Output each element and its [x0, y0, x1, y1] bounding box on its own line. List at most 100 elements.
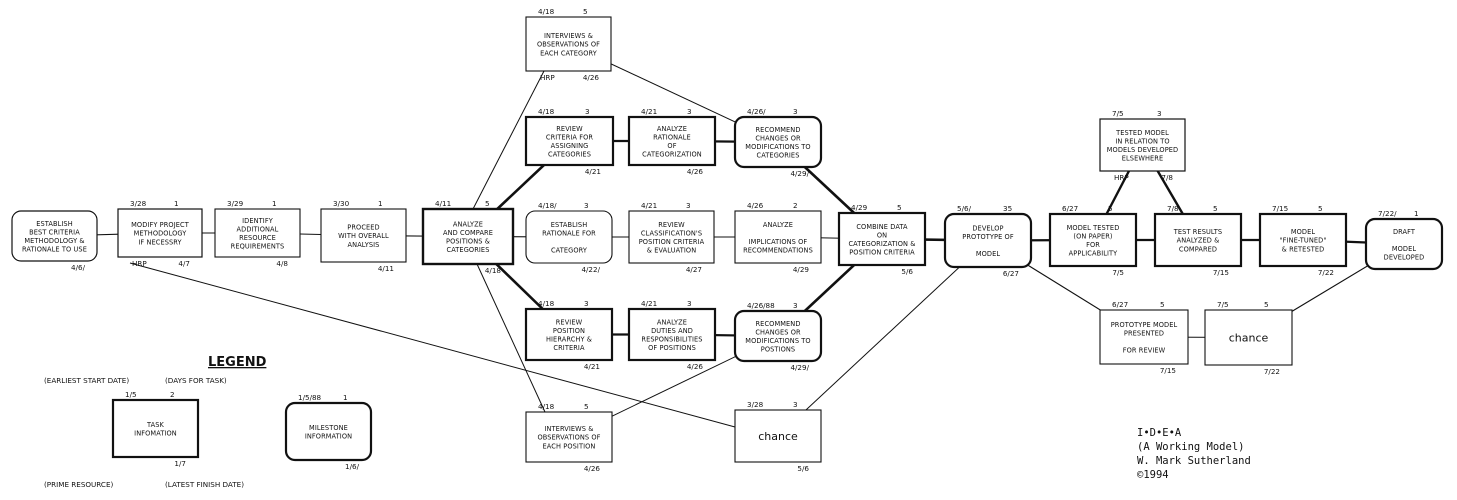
node-label-line: REQUIREMENTS	[231, 243, 285, 251]
node-label-line: DUTIES AND	[651, 327, 693, 335]
task-box	[1258, 212, 1348, 268]
task-node: IDENTIFYADDITIONALRESOURCEREQUIREMENTS3/…	[214, 199, 301, 268]
node-label-line: REVIEW	[556, 318, 583, 326]
task-duration-days: 3	[793, 107, 798, 116]
node-label-line: PROTOTYPE MODEL	[1111, 321, 1178, 329]
task-duration-days: 5	[584, 402, 589, 411]
latest-finish-date: 4/29	[793, 265, 810, 274]
legend-days-label: (DAYS FOR TASK)	[165, 376, 227, 385]
node-label: chance	[758, 430, 798, 443]
task-node: MODEL TESTED(ON PAPER)FORAPPLICABILITY6/…	[1048, 204, 1138, 277]
node-label-line: EACH CATEGORY	[540, 49, 598, 57]
node-label-line: CLASSIFICATION'S	[641, 229, 702, 237]
node-label-line: DEVELOPED	[1384, 254, 1425, 262]
node-label-line: IDENTIFY	[242, 217, 274, 225]
milestone-box	[525, 210, 613, 264]
earliest-start-date: 3/30	[333, 199, 350, 208]
credit-title: I•D•E•A	[1137, 427, 1182, 439]
earliest-start-date: 4/26/	[747, 107, 766, 116]
node-label-line: ASSIGNING	[551, 142, 589, 150]
node-label-line: REVIEW	[556, 125, 583, 133]
credit-subtitle: (A Working Model)	[1137, 441, 1244, 453]
node-label-line: FOR	[1086, 241, 1100, 249]
latest-finish-date: 4/27	[686, 265, 702, 274]
node-label-line: RESOURCE	[239, 234, 276, 242]
task-box	[627, 115, 717, 167]
legend-prime-resource-label: (PRIME RESOURCE)	[44, 480, 113, 489]
node-label-line: ANALYZE	[453, 220, 483, 228]
node-label-line: ANALYZED &	[1177, 237, 1220, 245]
task-box	[1153, 212, 1243, 268]
node-label-line: DRAFT	[1393, 228, 1416, 236]
task-duration-days: 5	[485, 199, 490, 208]
task-duration-days: 3	[687, 107, 692, 116]
task-duration-days: 1	[174, 199, 179, 208]
task-duration-days: 35	[1003, 204, 1012, 213]
task-duration-days: 3	[686, 201, 691, 210]
earliest-start-date: 7/8	[1167, 204, 1179, 213]
node-label-line: PROTOTYPE OF	[962, 233, 1014, 241]
latest-finish-date: 4/6/	[71, 263, 86, 272]
credit-block: I•D•E•A (A Working Model) W. Mark Suther…	[1137, 427, 1251, 481]
task-box	[1099, 118, 1186, 172]
node-label-line: MODEL	[1291, 228, 1316, 236]
earliest-start-date: 4/21	[641, 299, 657, 308]
legend: LEGEND (EARLIEST START DATE) (DAYS FOR T…	[44, 355, 267, 489]
task-box	[837, 211, 927, 267]
latest-finish-date: 4/11	[378, 264, 394, 273]
node-label-line: RECOMMEND	[756, 126, 801, 134]
node-label-line: POSITION CRITERIA	[639, 238, 705, 246]
task-duration-days: 1	[378, 199, 383, 208]
latest-finish-date: 4/21	[584, 362, 600, 371]
node-label-line: MODEL	[1392, 245, 1417, 253]
task-duration-days: 1	[343, 393, 348, 402]
edge-n2-n18	[129, 262, 736, 428]
node-label: chance	[1229, 332, 1269, 345]
latest-finish-date: 1/7	[174, 459, 186, 468]
node-label-line: INFORMATION	[305, 433, 352, 441]
node-label-line: PROCEED	[347, 224, 379, 232]
task-box	[524, 115, 615, 167]
node-label-line: EACH POSITION	[543, 442, 596, 450]
node-label-line: "FINE-TUNED"	[1280, 237, 1327, 245]
node-label-line: OF POSITIONS	[648, 344, 696, 352]
node-label-line: ANALYZE	[763, 221, 793, 229]
earliest-start-date: 5/6/	[957, 204, 972, 213]
earliest-start-date: 1/5/88	[298, 393, 322, 402]
node-label-line: MODIFICATIONS TO	[745, 337, 810, 345]
task-box	[628, 210, 715, 264]
node-label-line: MODIFICATIONS TO	[745, 143, 810, 151]
node-label-line: CATEGORIZATION	[642, 151, 702, 159]
earliest-start-date: 4/18	[538, 402, 555, 411]
task-box	[1204, 309, 1293, 366]
latest-finish-date: 7/15	[1213, 268, 1229, 277]
latest-finish-date: 1/6/	[345, 462, 360, 471]
node-label-line: INTERVIEWS &	[544, 425, 593, 433]
task-box	[525, 411, 613, 463]
task-box	[320, 208, 407, 263]
task-duration-days: 5	[1160, 300, 1165, 309]
latest-finish-date: 7/22	[1318, 268, 1334, 277]
latest-finish-date: 4/18	[485, 266, 502, 275]
task-box	[117, 208, 203, 258]
node-label-line: AND COMPARE	[443, 229, 493, 237]
milestone-box	[1364, 217, 1444, 271]
node-label-line: & RETESTED	[1282, 245, 1325, 253]
task-box	[421, 207, 515, 266]
node-label-line: CATEGORIZATION &	[848, 240, 915, 248]
node-label-line: CRITERIA FOR	[546, 133, 594, 141]
earliest-start-date: 4/26/88	[747, 301, 775, 310]
latest-finish-date: 4/21	[585, 167, 601, 176]
credit-author: W. Mark Sutherland	[1137, 455, 1251, 467]
prime-resource: HRP	[1114, 173, 1129, 182]
